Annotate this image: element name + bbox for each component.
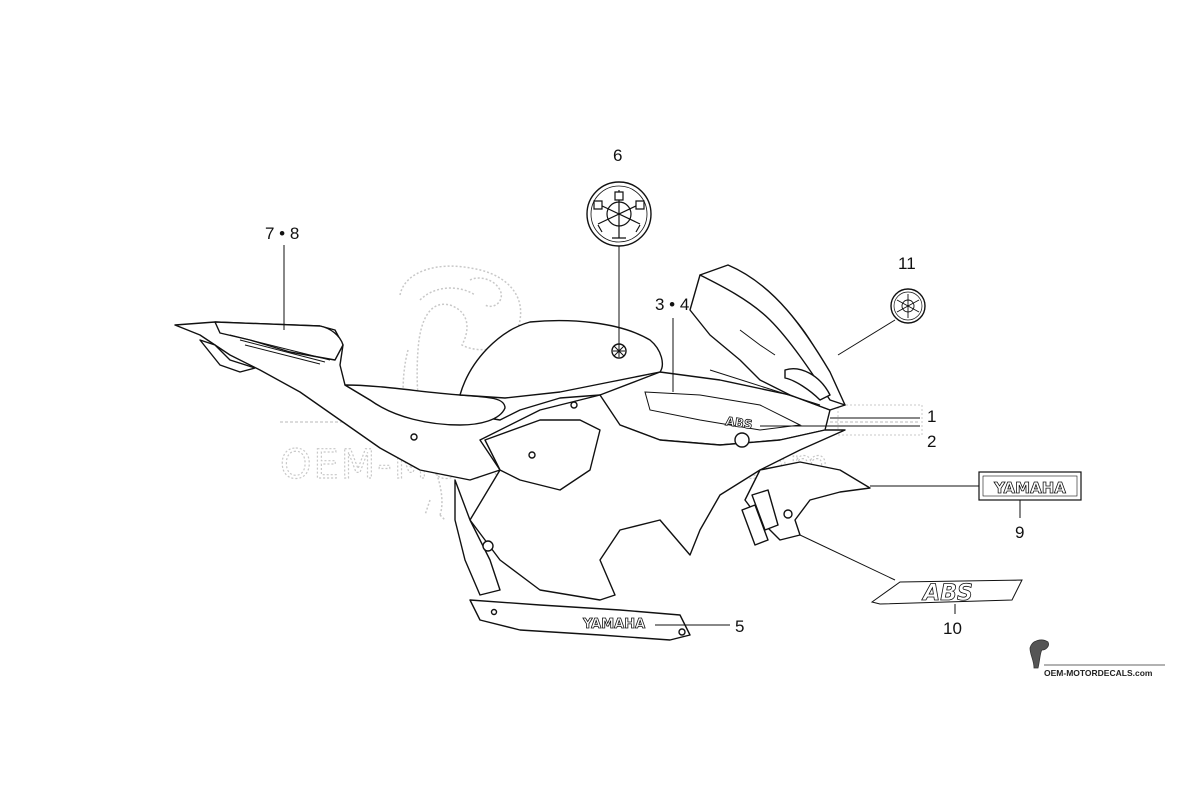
headlight-area <box>784 368 831 401</box>
yamaha-tuning-fork-emblem-icon <box>896 294 920 318</box>
abs-decal: ABS <box>870 579 1023 606</box>
callout-9: 9 <box>1015 523 1024 542</box>
watermark-box <box>837 404 923 436</box>
corner-watermark-text: OEM-MOTORDECALS.com <box>1044 668 1153 678</box>
callout-2: 2 <box>927 432 936 451</box>
tank-emblem <box>611 343 627 359</box>
side-fairing-inner <box>484 419 601 491</box>
motorcycle-fairing: ABS YAMAHA <box>174 264 871 641</box>
callout-5: 5 <box>735 617 744 636</box>
yamaha-text-decal: YAMAHA <box>978 471 1082 501</box>
duct-1 <box>741 504 769 546</box>
parrot-watermark-icon <box>1029 639 1049 669</box>
belly-pan <box>469 599 691 641</box>
callout-10: 10 <box>943 619 962 638</box>
tail-upper <box>214 321 344 361</box>
yamaha-decal-text: YAMAHA <box>993 479 1066 497</box>
callout-11: 11 <box>898 254 916 273</box>
seat <box>344 384 506 426</box>
abs-decal-text: ABS <box>921 581 973 606</box>
fuel-tank <box>459 319 663 399</box>
callout-3-4: 3 • 4 <box>655 295 689 314</box>
yamaha-emblem-small <box>890 288 926 324</box>
tail-lower-piece <box>199 339 256 373</box>
yamaha-emblem-large <box>586 181 652 247</box>
fairing-bolt-hole <box>734 432 750 448</box>
corner-watermark: OEM-MOTORDECALS.com <box>1029 639 1165 678</box>
callout-6: 6 <box>613 146 622 165</box>
callout-1: 1 <box>927 407 936 426</box>
lower-fairing-left <box>454 479 501 596</box>
side-panel-abs-text: ABS <box>725 414 754 432</box>
belly-pan-yamaha-text: YAMAHA <box>582 617 645 632</box>
yamaha-tuning-fork-emblem-icon <box>593 190 645 239</box>
callout-7-8: 7 • 8 <box>265 224 299 243</box>
duct-2 <box>751 489 779 531</box>
